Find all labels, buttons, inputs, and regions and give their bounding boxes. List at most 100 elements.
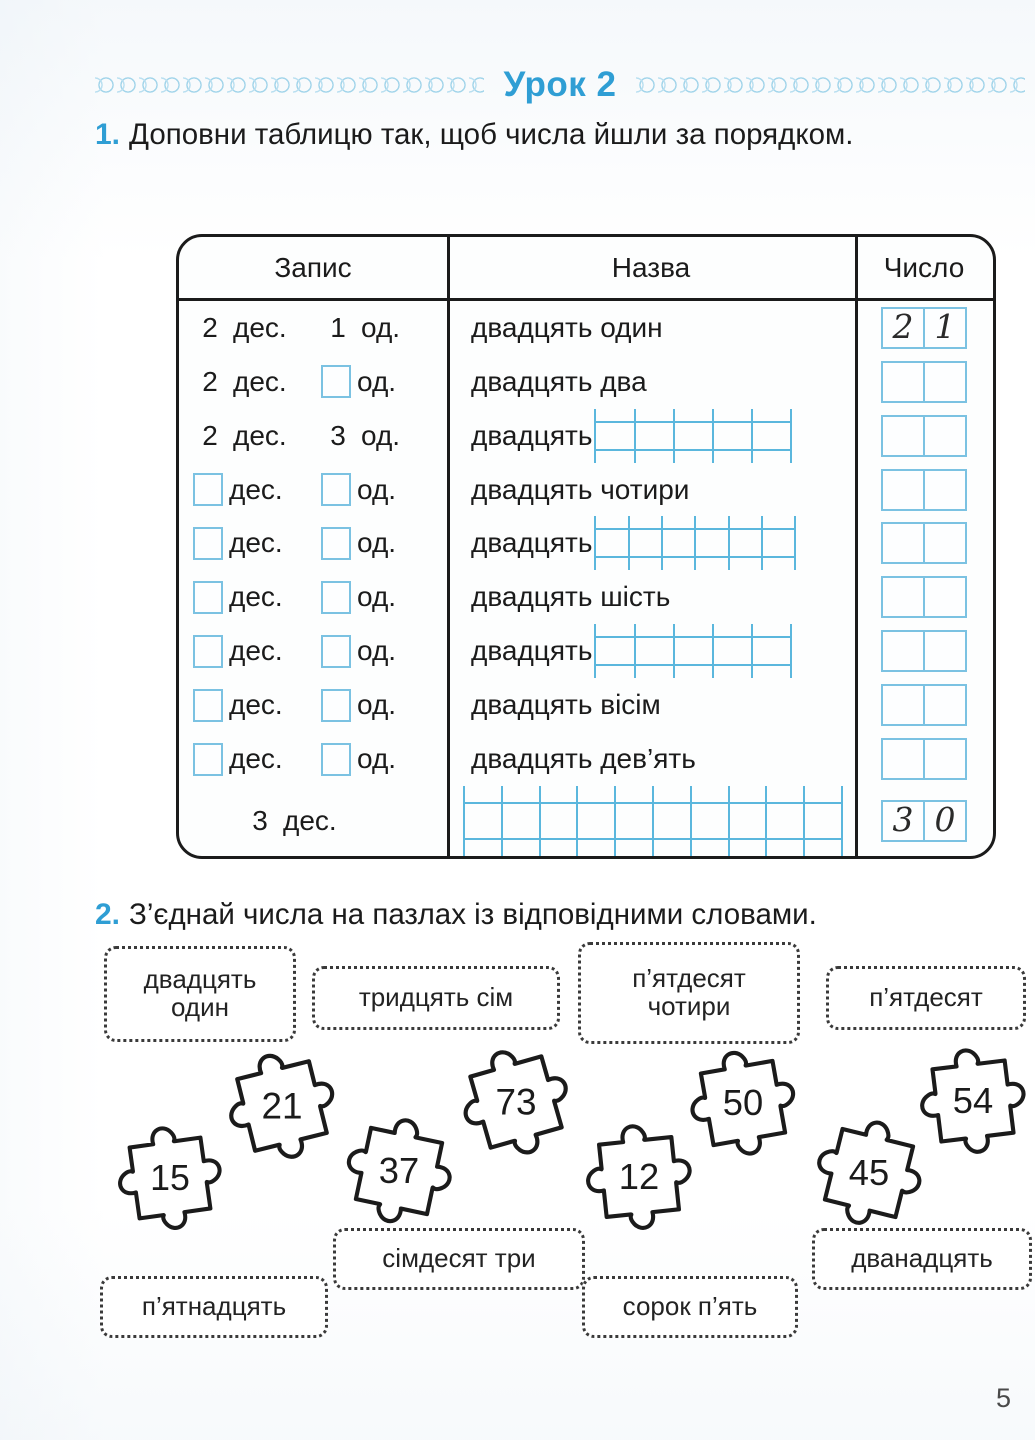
ruling-slant-line: [727, 516, 730, 571]
ruling-slant-line: [794, 516, 797, 571]
puzzle-piece-outline: [586, 1124, 692, 1230]
word-chip[interactable]: дванадцять: [812, 1228, 1032, 1290]
cell-chyslo: [855, 684, 993, 727]
handwriting-ruling[interactable]: [594, 624, 793, 679]
unit-label-ones: од.: [357, 365, 397, 397]
number-answer-cell[interactable]: [883, 740, 925, 779]
ruling-slant-line: [614, 785, 617, 856]
ruling-slant-line: [538, 785, 541, 856]
number-answer-cell[interactable]: [925, 417, 965, 455]
puzzle-piece[interactable]: 45: [793, 1097, 946, 1250]
lesson-header: Урок 2: [95, 62, 1025, 108]
input-box-tens[interactable]: [193, 634, 223, 668]
number-name-text: двадцять: [471, 635, 593, 667]
handwriting-ruling[interactable]: [594, 408, 793, 463]
number-answer-cell[interactable]: [925, 471, 965, 509]
puzzle-piece[interactable]: 12: [570, 1108, 708, 1246]
number-answer-cell[interactable]: [883, 524, 925, 563]
word-chip[interactable]: сімдесят три: [333, 1228, 585, 1290]
ruling-slant-line: [500, 785, 503, 856]
input-box-ones[interactable]: [321, 580, 351, 614]
number-answer-box[interactable]: [881, 414, 967, 457]
number-answer-cell[interactable]: 3: [883, 801, 925, 840]
ruling-slant-line: [751, 408, 754, 463]
handwriting-ruling[interactable]: [463, 785, 843, 856]
puzzle-piece[interactable]: 21: [204, 1028, 359, 1183]
cell-chyslo: [855, 738, 993, 781]
input-box-ones[interactable]: [321, 742, 351, 776]
ruling-slant-line: [661, 516, 664, 571]
number-name-text: двадцять чотири: [471, 473, 690, 505]
number-answer-cell[interactable]: [883, 578, 925, 617]
puzzle-piece-outline: [817, 1120, 922, 1225]
value-tens: 3: [252, 804, 268, 836]
puzzle-piece[interactable]: 37: [324, 1096, 473, 1245]
ruling-slant-line: [712, 624, 715, 679]
number-answer-box[interactable]: [881, 738, 967, 781]
ruling-baseline: [594, 420, 791, 423]
input-box-ones[interactable]: [321, 473, 351, 507]
puzzle-piece[interactable]: 73: [437, 1023, 595, 1181]
cell-nazva: двадцять один: [447, 312, 855, 344]
word-chip[interactable]: п’ятдесят чотири: [578, 942, 800, 1044]
input-box-tens[interactable]: [193, 580, 223, 614]
input-box-tens[interactable]: [193, 688, 223, 722]
puzzle-piece[interactable]: 15: [100, 1108, 240, 1248]
column-header-zapys: Запис: [274, 251, 352, 283]
input-box-tens[interactable]: [193, 742, 223, 776]
puzzle-piece[interactable]: 50: [670, 1030, 816, 1176]
number-answer-box[interactable]: [881, 684, 967, 727]
ruling-slant-line: [712, 408, 715, 463]
number-answer-box[interactable]: [881, 630, 967, 673]
input-box-ones[interactable]: [321, 526, 351, 560]
word-chip[interactable]: двадцять один: [104, 946, 296, 1042]
number-answer-box[interactable]: [881, 576, 967, 619]
handwritten-digit: 2: [892, 307, 914, 347]
number-answer-cell[interactable]: 1: [925, 309, 965, 347]
ruling-slant-line: [751, 624, 754, 679]
number-answer-box[interactable]: [881, 360, 967, 403]
input-box-ones[interactable]: [321, 365, 351, 399]
cell-nazva: двадцять: [447, 516, 855, 571]
puzzle-piece[interactable]: 54: [903, 1031, 1035, 1171]
word-chip[interactable]: тридцять сім: [312, 966, 560, 1030]
ruling-slant-line: [689, 785, 692, 856]
cell-chyslo: [855, 468, 993, 511]
number-answer-cell[interactable]: 0: [925, 802, 965, 840]
number-answer-cell[interactable]: [883, 686, 925, 725]
input-box-tens[interactable]: [193, 473, 223, 507]
unit-label-ones: од.: [357, 581, 397, 613]
number-answer-cell[interactable]: [925, 632, 965, 670]
number-answer-cell[interactable]: [925, 740, 965, 778]
handwriting-ruling[interactable]: [594, 516, 797, 571]
word-chip[interactable]: п’ятдесят: [826, 966, 1026, 1030]
number-answer-cell[interactable]: [925, 363, 965, 401]
unit-label-ones: од.: [357, 635, 397, 667]
number-name-text: двадцять шість: [471, 581, 671, 613]
puzzle-piece-number: 21: [261, 1085, 302, 1126]
input-box-ones[interactable]: [321, 634, 351, 668]
cell-nazva: двадцять шість: [447, 581, 855, 613]
number-answer-cell[interactable]: [883, 362, 925, 401]
number-answer-cell[interactable]: [883, 470, 925, 509]
number-answer-box[interactable]: [881, 468, 967, 511]
number-name-text: двадцять: [471, 419, 593, 451]
word-chip[interactable]: сорок п’ять: [582, 1276, 798, 1338]
number-answer-cell[interactable]: [925, 578, 965, 616]
number-answer-cell[interactable]: [925, 524, 965, 562]
input-box-tens[interactable]: [193, 526, 223, 560]
input-box-ones[interactable]: [321, 688, 351, 722]
number-name-text: двадцять вісім: [471, 689, 661, 721]
ruling-slant-line: [727, 785, 730, 856]
number-answer-cell[interactable]: 2: [883, 307, 925, 347]
number-name-text: двадцять два: [471, 365, 647, 397]
number-answer-cell[interactable]: [925, 686, 965, 724]
number-answer-box[interactable]: [881, 522, 967, 565]
number-answer-cell[interactable]: [883, 416, 925, 455]
word-chip[interactable]: п’ятнадцять: [100, 1276, 328, 1338]
number-answer-cell[interactable]: [883, 632, 925, 671]
